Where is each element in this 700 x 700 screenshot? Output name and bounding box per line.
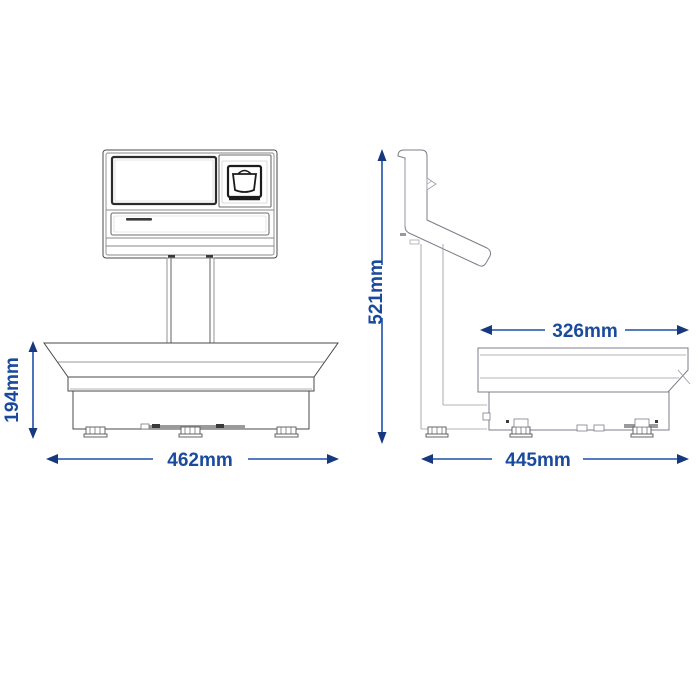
leveling-foot — [83, 426, 108, 438]
label-output-slot — [110, 212, 270, 236]
platform-profile-body — [477, 347, 689, 393]
weighing-platform — [43, 342, 339, 392]
leveling-foot-group-side — [425, 418, 654, 438]
base-housing — [72, 390, 310, 430]
column-mount-tab-left — [168, 255, 175, 258]
base-profile-detail-right — [593, 424, 605, 432]
dimension-height-521: 521mm — [366, 149, 387, 444]
base-connector-right — [216, 424, 224, 428]
dim-445-label: 445mm — [505, 450, 571, 471]
leveling-foot — [630, 418, 654, 438]
label-slot-opening — [126, 218, 152, 221]
label-roll-core-icon — [237, 169, 252, 175]
leveling-foot — [509, 418, 533, 438]
dim-194-arrow-bottom — [28, 428, 38, 439]
display-head-profile — [397, 149, 492, 267]
dim-462-arrow-left — [46, 454, 58, 464]
dim-194-label: 194mm — [2, 357, 23, 423]
base-housing-body — [72, 390, 310, 430]
base-profile-mark-right — [655, 420, 658, 423]
leveling-foot — [425, 426, 449, 438]
base-connector-left — [152, 424, 160, 428]
dim-521-arrow-top — [377, 149, 387, 161]
dim-521-label: 521mm — [366, 259, 387, 325]
dimension-width-462: 462mm — [46, 450, 339, 471]
base-profile-detail-left — [576, 424, 588, 432]
lcd-screen-glass — [114, 159, 214, 202]
dim-326-arrow-left — [480, 325, 492, 335]
dim-521-arrow-bottom — [377, 432, 387, 444]
base-profile-mark-left — [506, 420, 509, 423]
front-view: 194mm 462mm — [2, 149, 339, 471]
label-output-panel-inner — [113, 215, 267, 233]
base-port — [140, 423, 150, 430]
head-cable-port-side — [409, 239, 420, 245]
dimension-height-194: 194mm — [2, 341, 38, 439]
leveling-foot-group-front — [83, 426, 299, 438]
dim-462-label: 462mm — [167, 450, 233, 471]
lcd-screen — [110, 155, 218, 206]
weighing-platform-profile — [477, 347, 691, 393]
dimension-depth-326: 326mm — [480, 321, 689, 342]
leveling-foot — [274, 426, 299, 438]
platform-top-bevel — [43, 342, 339, 378]
display-head — [102, 149, 278, 259]
display-head-shell-inner — [105, 152, 275, 256]
column-mount-tab-right — [206, 255, 213, 258]
dimension-depth-445: 445mm — [421, 450, 689, 471]
lcd-screen-bezel — [110, 155, 218, 206]
printer-icon — [218, 154, 272, 208]
printer-bay-inner — [221, 160, 268, 204]
platform-profile-chamfer — [677, 369, 691, 385]
foot-bracket — [513, 418, 529, 428]
base-profile-port — [482, 412, 491, 421]
support-column-profile — [420, 244, 487, 430]
dim-445-arrow-left — [421, 454, 433, 464]
dim-326-arrow-right — [677, 325, 689, 335]
head-mount-tab-side — [400, 233, 406, 236]
foot-bracket — [634, 418, 650, 428]
side-view: 521mm 326mm 445mm — [366, 149, 691, 471]
display-head-profile-body — [397, 149, 492, 267]
leveling-foot — [178, 426, 203, 438]
label-roll-body-icon — [231, 173, 258, 193]
dim-445-arrow-right — [677, 454, 689, 464]
dim-326-label: 326mm — [552, 321, 618, 342]
head-bracket-line — [426, 180, 433, 185]
label-roll-frame-icon — [226, 164, 263, 199]
dim-462-arrow-right — [327, 454, 339, 464]
dim-194-arrow-top — [28, 341, 38, 352]
